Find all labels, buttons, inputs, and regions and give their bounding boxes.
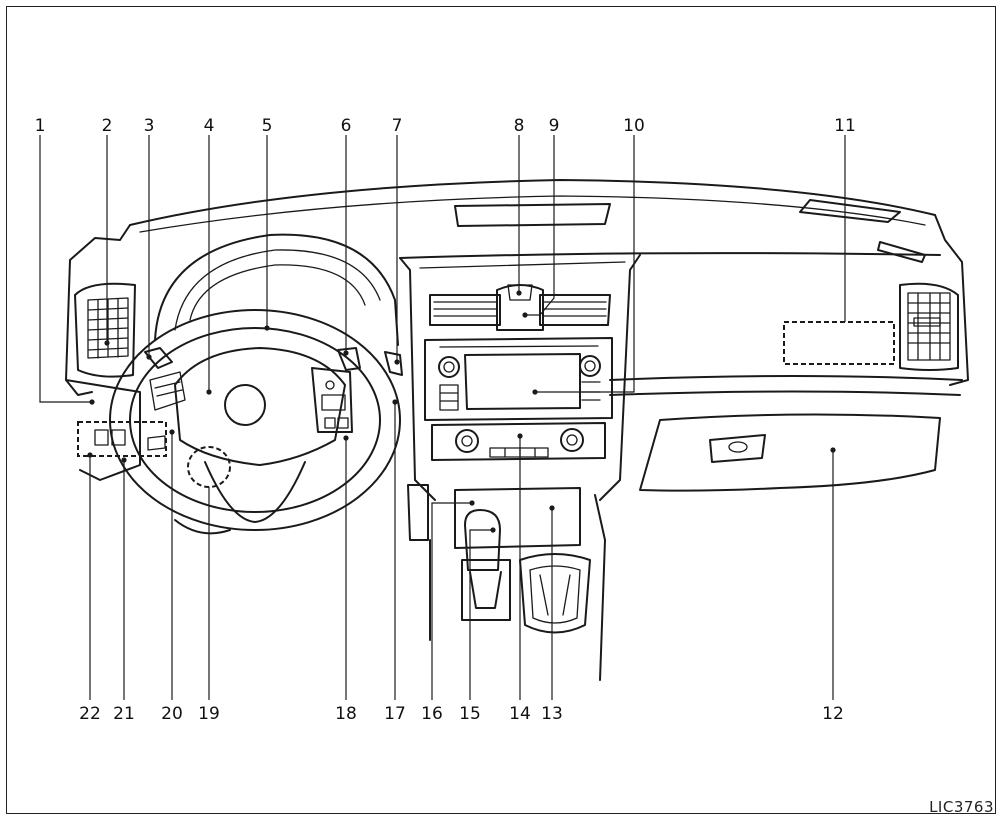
callout-label-11: 11 xyxy=(834,116,856,136)
callout-label-12: 12 xyxy=(822,704,844,724)
callout-label-7: 7 xyxy=(392,116,403,136)
callout-label-13: 13 xyxy=(541,704,563,724)
callout-label-14: 14 xyxy=(509,704,531,724)
callout-label-20: 20 xyxy=(161,704,183,724)
callout-leaders xyxy=(39,135,846,700)
callout-label-15: 15 xyxy=(459,704,481,724)
callout-label-5: 5 xyxy=(262,116,273,136)
callout-label-18: 18 xyxy=(335,704,357,724)
callout-label-16: 16 xyxy=(421,704,443,724)
callout-label-10: 10 xyxy=(623,116,645,136)
callout-label-2: 2 xyxy=(102,116,113,136)
callout-label-17: 17 xyxy=(384,704,406,724)
callout-label-3: 3 xyxy=(144,116,155,136)
callout-label-22: 22 xyxy=(79,704,101,724)
callout-label-19: 19 xyxy=(198,704,220,724)
dashboard-drawing xyxy=(65,179,969,681)
callout-label-9: 9 xyxy=(549,116,560,136)
figure-code: LIC3763 xyxy=(929,798,994,816)
callout-label-4: 4 xyxy=(204,116,215,136)
callout-labels: 1 2 3 4 5 6 7 8 9 10 11 12 13 14 15 16 1… xyxy=(35,116,856,724)
callout-label-8: 8 xyxy=(514,116,525,136)
callout-label-6: 6 xyxy=(341,116,352,136)
figure-frame xyxy=(6,6,996,814)
highlight-markers xyxy=(77,321,895,488)
callout-label-1: 1 xyxy=(35,116,46,136)
callout-label-21: 21 xyxy=(113,704,135,724)
